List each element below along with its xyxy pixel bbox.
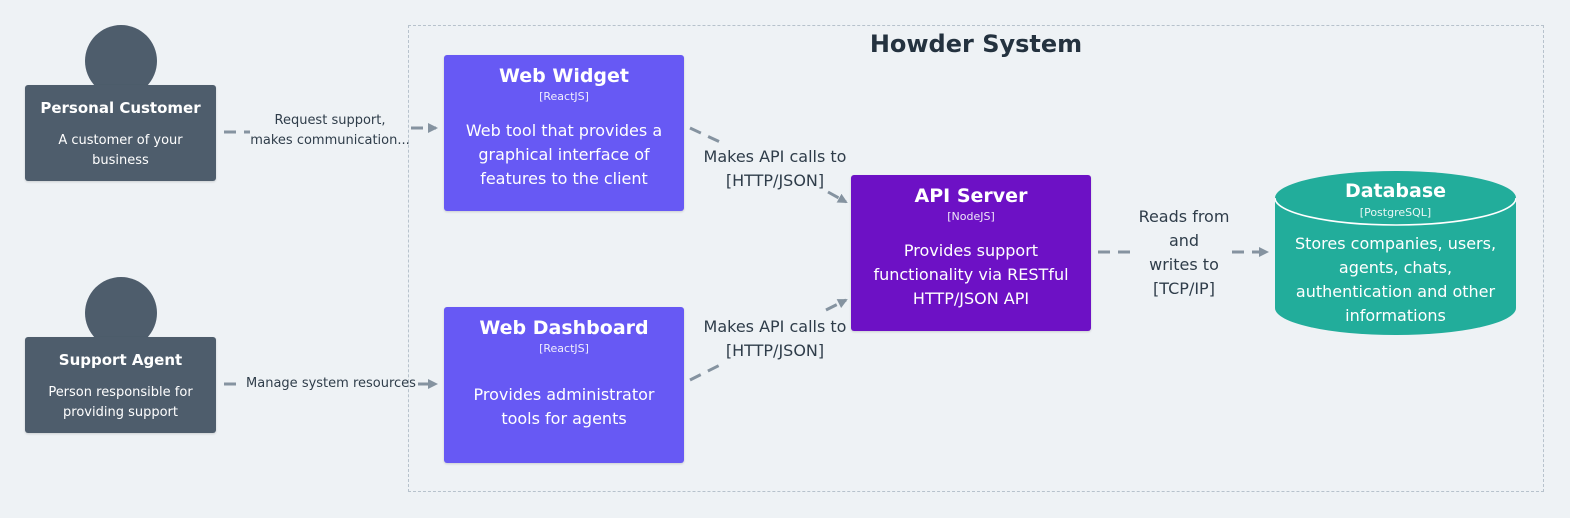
api-server-description: Provides support functionality via RESTf… (873, 241, 1069, 308)
database-cylinder-icon (1275, 171, 1516, 335)
web-widget-tech: [ReactJS] (539, 90, 589, 103)
web-dashboard-container[interactable]: Web Dashboard [ReactJS] Provides adminis… (444, 307, 684, 463)
api-server-title: API Server (914, 185, 1028, 207)
relation-label-line: writes to (1149, 255, 1219, 274)
system-boundary-title: Howder System (869, 30, 1083, 58)
api-server-container[interactable]: API Server [NodeJS] Provides support fun… (851, 175, 1091, 331)
web-dashboard-description: Provides administrator tools for agents (473, 385, 655, 428)
customer-person[interactable]: Personal Customer A customer of your bus… (25, 85, 216, 181)
database-tech: [PostgreSQL] (1359, 206, 1432, 219)
web-widget-description: Web tool that provides a graphical inter… (465, 121, 663, 188)
relation-label-line: [HTTP/JSON] (725, 171, 825, 190)
relation-label-line: Manage system resources (246, 376, 416, 391)
database-title: Database (1344, 180, 1447, 202)
relation-label-api-db: Reads from and writes to [TCP/IP] (1128, 205, 1240, 301)
web-dashboard-title: Web Dashboard (479, 317, 649, 339)
relation-label-widget-api: Makes API calls to [HTTP/JSON] (700, 145, 850, 193)
web-widget-container[interactable]: Web Widget [ReactJS] Web tool that provi… (444, 55, 684, 211)
customer-description: A customer of your business (58, 133, 183, 168)
agent-name: Support Agent (58, 351, 183, 369)
customer-name: Personal Customer (40, 99, 201, 117)
web-dashboard-tech: [ReactJS] (539, 342, 589, 355)
connector-dashboard-api (689, 362, 723, 382)
relation-label-line: makes communication... (250, 133, 410, 148)
api-server-tech: [NodeJS] (947, 210, 995, 223)
connector-widget-api (689, 126, 721, 144)
relation-label-line: Makes API calls to (703, 317, 847, 336)
relation-label-line: Request support, (274, 113, 386, 128)
relation-label-line: [HTTP/JSON] (725, 341, 825, 360)
web-widget-title: Web Widget (498, 65, 630, 87)
connector-widget-api-end (827, 190, 848, 204)
relation-label-line: [TCP/IP] (1153, 279, 1215, 298)
database-description: Stores companies, users, agents, chats, … (1294, 234, 1497, 325)
connector-dashboard-api-end (825, 298, 848, 312)
relation-label-customer-widget: Request support, makes communication... (250, 111, 410, 151)
system-boundary (408, 25, 1544, 492)
database-container[interactable]: Database [PostgreSQL] Stores companies, … (1275, 170, 1516, 335)
agent-description: Person responsible for providing support (48, 385, 193, 420)
relation-label-line: and (1168, 231, 1200, 250)
relation-label-line: Makes API calls to (703, 147, 847, 166)
relation-label-dashboard-api: Makes API calls to [HTTP/JSON] (700, 315, 850, 363)
agent-person[interactable]: Support Agent Person responsible for pro… (25, 337, 216, 433)
relation-label-agent-dashboard: Manage system resources (244, 374, 418, 394)
relation-label-line: Reads from (1138, 207, 1230, 226)
